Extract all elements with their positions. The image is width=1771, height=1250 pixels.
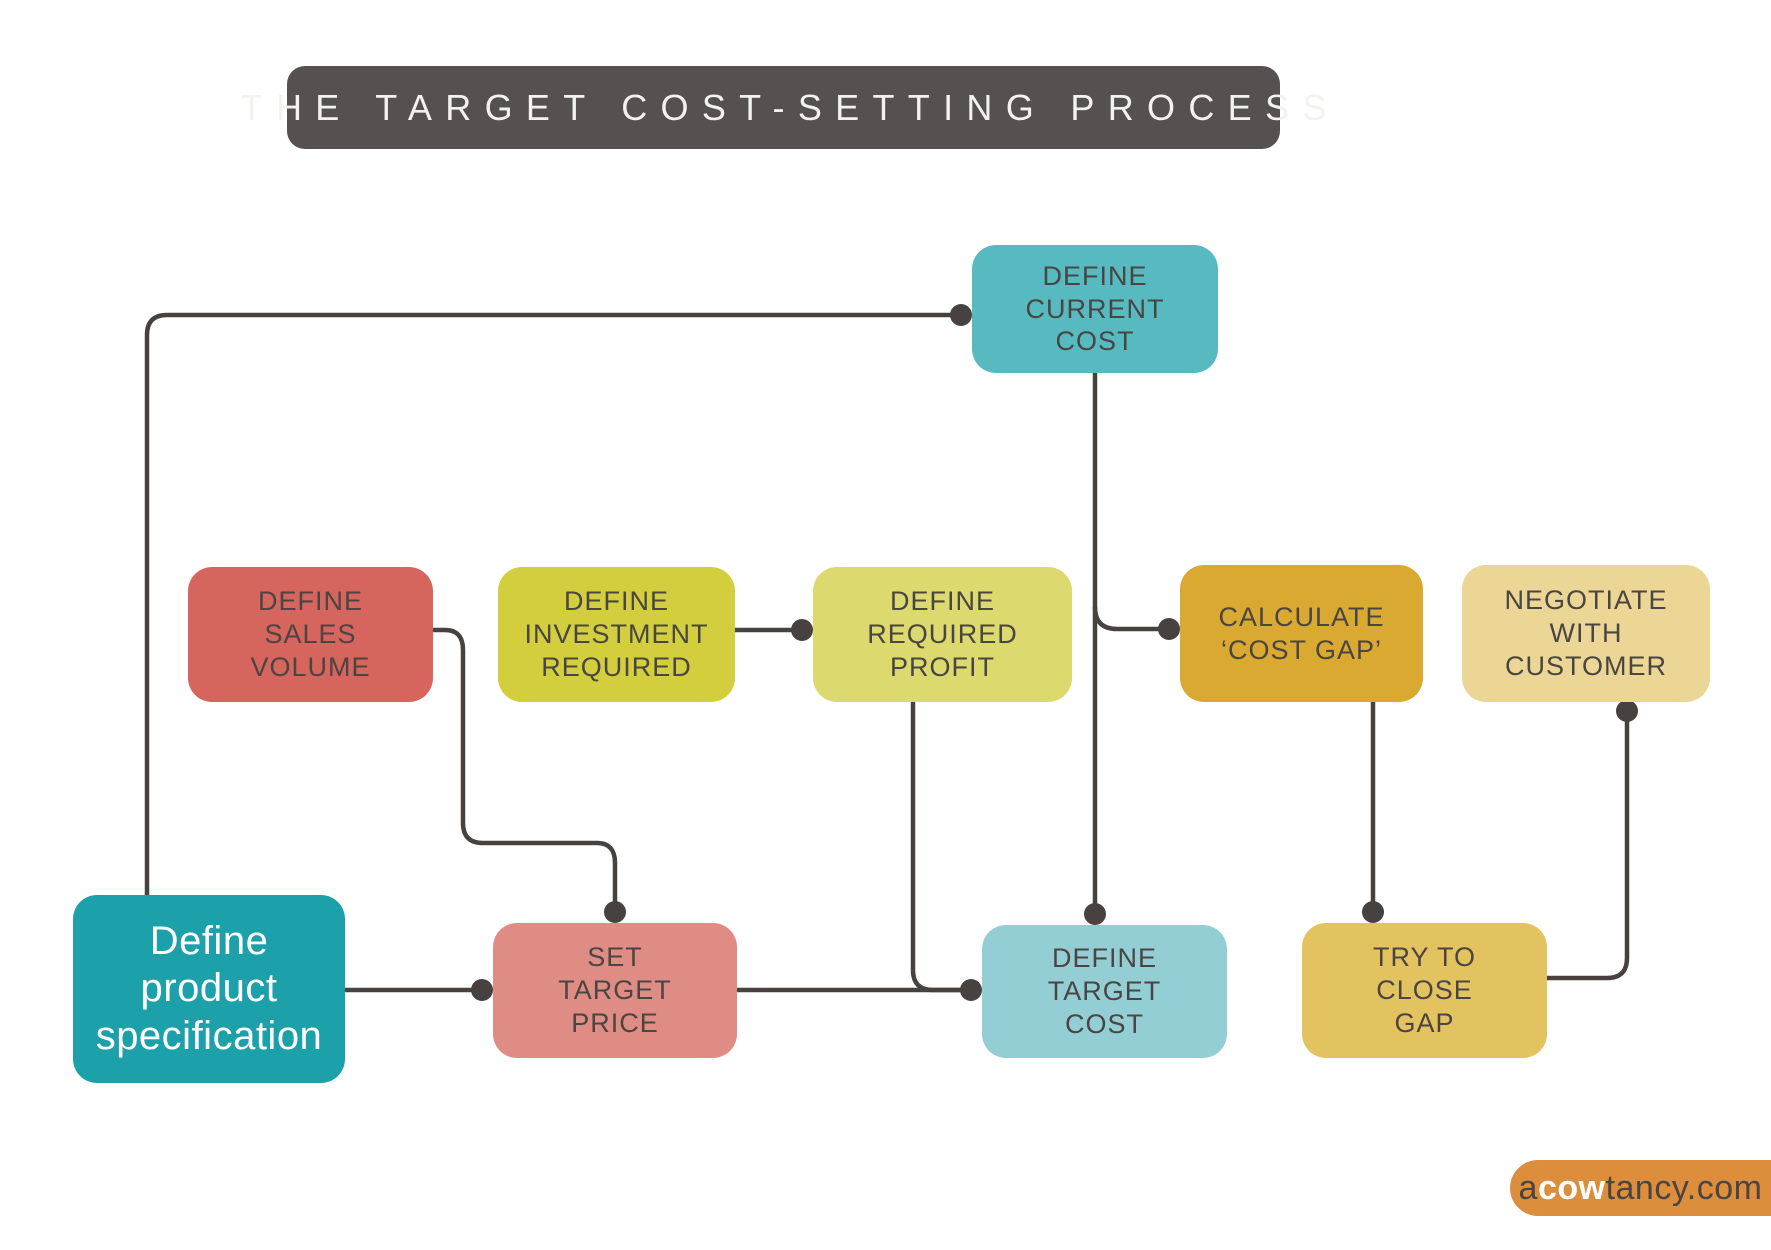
- node-label: Define product specification: [95, 919, 323, 1058]
- connector-product-spec-to-current-cost: [144, 312, 958, 895]
- connector-current-cost-branch-to-cost-gap: [1092, 606, 1166, 632]
- node-define-sales-volume: DEFINE SALES VOLUME: [188, 567, 433, 702]
- node-set-target-price: SET TARGET PRICE: [493, 923, 737, 1058]
- node-label: DEFINE SALES VOLUME: [250, 586, 371, 682]
- node-label: DEFINE REQUIRED PROFIT: [867, 586, 1018, 682]
- junction-dot: [960, 979, 982, 1001]
- junction-dot: [471, 979, 493, 1001]
- node-label: DEFINE INVESTMENT REQUIRED: [524, 586, 709, 682]
- connector-required-profit-to-target-cost: [910, 702, 968, 993]
- node-negotiate-with-customer: NEGOTIATE WITH CUSTOMER: [1462, 565, 1710, 702]
- node-define-current-cost: DEFINE CURRENT COST: [972, 245, 1218, 373]
- node-label: CALCULATE ‘COST GAP’: [1218, 601, 1385, 665]
- node-define-product-specification: Define product specification: [73, 895, 345, 1083]
- connector-sales-volume-to-target-price: [433, 627, 618, 910]
- logo-highlight: cow: [1537, 1168, 1606, 1207]
- junction-dot: [604, 901, 626, 923]
- junction-dot: [1158, 618, 1180, 640]
- node-try-to-close-gap: TRY TO CLOSE GAP: [1302, 923, 1547, 1058]
- acowtancy-logo: acowtancy.com: [1510, 1160, 1771, 1216]
- node-calculate-cost-gap: CALCULATE ‘COST GAP’: [1180, 565, 1423, 702]
- node-define-investment-required: DEFINE INVESTMENT REQUIRED: [498, 567, 735, 702]
- junction-dot: [1084, 903, 1106, 925]
- junction-dot: [791, 619, 813, 641]
- node-label: DEFINE TARGET COST: [1047, 943, 1162, 1039]
- title-bar: THE TARGET COST-SETTING PROCESS: [241, 66, 1326, 149]
- node-label: NEGOTIATE WITH CUSTOMER: [1504, 585, 1668, 681]
- connector-close-gap-to-negotiate: [1547, 713, 1630, 981]
- page-title: THE TARGET COST-SETTING PROCESS: [240, 86, 1340, 128]
- logo-prefix: a: [1518, 1168, 1538, 1207]
- node-define-target-cost: DEFINE TARGET COST: [982, 925, 1227, 1058]
- node-label: TRY TO CLOSE GAP: [1372, 942, 1477, 1038]
- node-label: DEFINE CURRENT COST: [1025, 260, 1165, 357]
- node-define-required-profit: DEFINE REQUIRED PROFIT: [813, 567, 1072, 702]
- junction-dot: [950, 304, 972, 326]
- logo-suffix: tancy.com: [1605, 1168, 1763, 1207]
- node-label: SET TARGET PRICE: [558, 942, 672, 1038]
- junction-dot: [1616, 700, 1638, 722]
- junction-dot: [1362, 901, 1384, 923]
- logo-text: acowtancy.com: [1519, 1169, 1763, 1208]
